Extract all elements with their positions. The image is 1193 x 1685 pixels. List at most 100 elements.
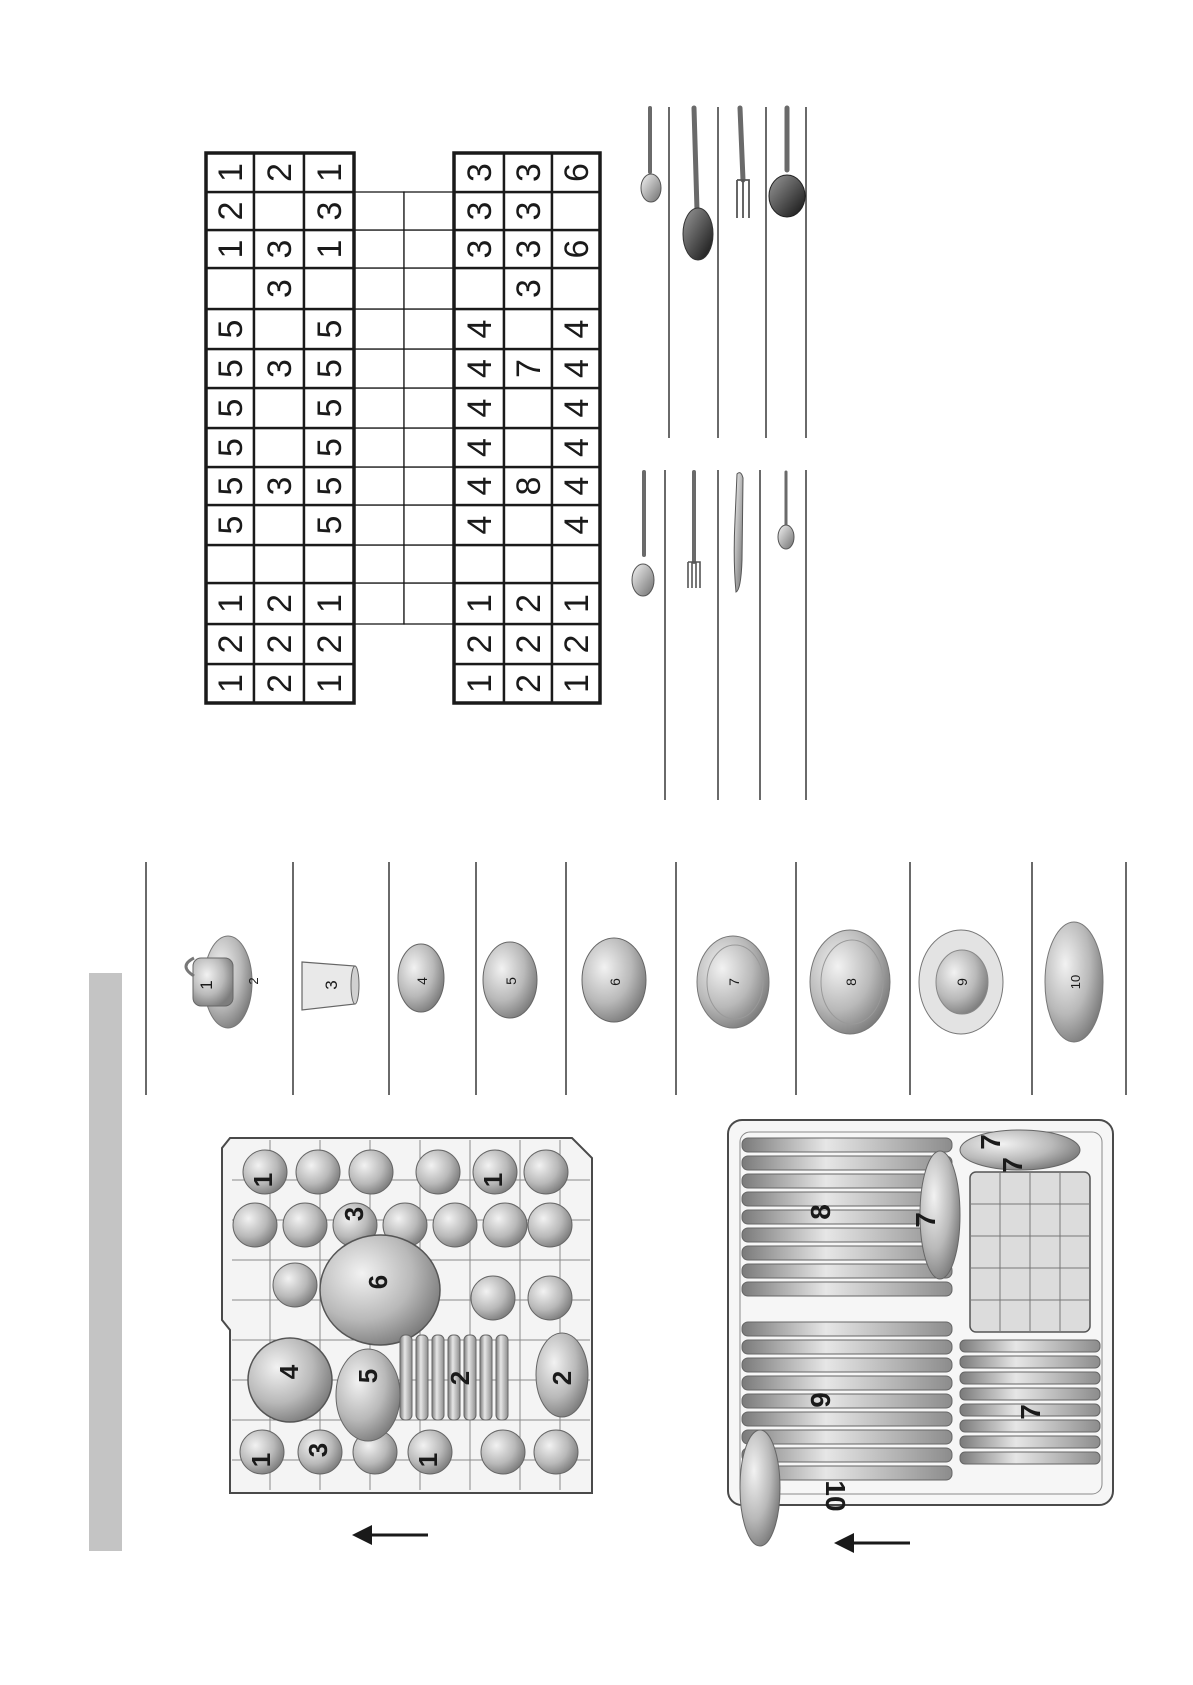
lower-rack-label: 7 xyxy=(910,1212,941,1228)
basket-cell xyxy=(354,309,404,349)
basket-cell-number: 4 xyxy=(558,399,596,418)
basket-cell xyxy=(404,268,454,309)
basket-cell xyxy=(354,388,404,428)
basket-cell-number: 5 xyxy=(311,477,349,496)
upper-rack-label: 1 xyxy=(246,1453,276,1467)
basket-cell xyxy=(354,192,404,230)
arrow-left-icon xyxy=(834,1533,910,1553)
upper-rack-label: 1 xyxy=(413,1453,443,1467)
upper-rack-label: 1 xyxy=(478,1173,508,1187)
basket-cell xyxy=(454,545,504,583)
basket-cell xyxy=(254,192,304,230)
basket-cell-number: 2 xyxy=(510,674,548,693)
basket-cell-number: 3 xyxy=(461,240,499,259)
basket-cell xyxy=(404,467,454,505)
basket-cell-number: 3 xyxy=(261,477,299,496)
basket-cell-number: 2 xyxy=(261,635,299,654)
dish-label: 7 xyxy=(726,978,742,986)
basket-cell-number: 4 xyxy=(558,438,596,457)
tea-spoon-icon xyxy=(632,472,654,596)
basket-cell-number: 3 xyxy=(461,202,499,221)
basket-cell-number: 4 xyxy=(461,359,499,378)
dish-label: 6 xyxy=(607,978,623,986)
basket-cell xyxy=(504,309,552,349)
lower-rack-label: 9 xyxy=(805,1392,836,1408)
basket-cell xyxy=(354,467,404,505)
basket-cell-number: 5 xyxy=(311,438,349,457)
basket-cell-number: 1 xyxy=(461,674,499,693)
knife-icon xyxy=(734,473,743,592)
basket-cell xyxy=(404,505,454,545)
basket-cell xyxy=(254,428,304,467)
basket-cell-number: 2 xyxy=(212,202,250,221)
basket-cell-number: 1 xyxy=(212,163,250,182)
basket-cell xyxy=(354,583,404,624)
lower-rack-label: 7 xyxy=(1015,1404,1046,1420)
basket-cell-number: 5 xyxy=(212,320,250,339)
lower-rack-label: 8 xyxy=(805,1204,836,1220)
basket-cell-number: 2 xyxy=(510,594,548,613)
basket-cell-number: 5 xyxy=(212,438,250,457)
upper-rack-label: 6 xyxy=(363,1275,393,1289)
cup-and-saucer-icon xyxy=(186,936,252,1028)
lower-rack-label: 10 xyxy=(820,1480,851,1511)
basket-cell xyxy=(552,545,600,583)
basket-cell-number: 3 xyxy=(261,279,299,298)
basket-cell-number: 1 xyxy=(311,674,349,693)
basket-cell-number: 2 xyxy=(558,635,596,654)
serving-spoon-icon xyxy=(683,108,713,260)
upper-rack-label: 3 xyxy=(303,1443,333,1457)
basket-cell-number: 4 xyxy=(558,516,596,535)
basket-cell xyxy=(552,192,600,230)
ladle-icon xyxy=(769,108,805,217)
basket-cell-number: 2 xyxy=(311,635,349,654)
basket-cell xyxy=(354,349,404,388)
arrow-left-icon xyxy=(352,1525,428,1545)
basket-cell xyxy=(404,388,454,428)
dish-label: 1 xyxy=(197,980,216,989)
basket-cell xyxy=(404,349,454,388)
basket-cell-number: 8 xyxy=(510,477,548,496)
basket-cell xyxy=(254,505,304,545)
basket-cell xyxy=(504,505,552,545)
basket-cell xyxy=(354,505,404,545)
upper-rack-label: 3 xyxy=(339,1207,369,1221)
basket-cell-number: 2 xyxy=(212,635,250,654)
basket-cell-number: 3 xyxy=(261,240,299,259)
basket-cell-number: 5 xyxy=(212,477,250,496)
serving-fork-icon xyxy=(737,108,749,218)
fork-icon xyxy=(688,472,700,588)
basket-cell xyxy=(404,428,454,467)
basket-cell-number: 6 xyxy=(558,163,596,182)
dish-label: 2 xyxy=(246,977,261,984)
lower-rack-label: 7 xyxy=(975,1134,1006,1150)
basket-cell-number: 7 xyxy=(510,359,548,378)
basket-cell xyxy=(354,230,404,268)
basket-cell xyxy=(404,545,454,583)
dish-label: 9 xyxy=(954,978,970,986)
cutlery-basket-grid: 1215555551212223333212155555513112144444… xyxy=(206,153,600,703)
basket-cell-number: 1 xyxy=(311,594,349,613)
basket-cell xyxy=(254,309,304,349)
upper-rack-label: 2 xyxy=(445,1371,475,1385)
small-spoon-icon xyxy=(778,472,794,549)
basket-cell-number: 4 xyxy=(461,320,499,339)
basket-cell xyxy=(504,545,552,583)
dessert-spoon-icon xyxy=(641,108,661,202)
basket-cell-number: 4 xyxy=(558,359,596,378)
basket-cell xyxy=(354,268,404,309)
upper-rack-label: 2 xyxy=(547,1371,577,1385)
dish-label: 10 xyxy=(1068,975,1083,989)
basket-cell-number: 2 xyxy=(261,163,299,182)
basket-cell-number: 2 xyxy=(261,594,299,613)
basket-cell-number: 5 xyxy=(212,359,250,378)
upper-rack-label: 1 xyxy=(248,1173,278,1187)
basket-cell-number: 1 xyxy=(461,594,499,613)
basket-cell xyxy=(354,545,404,583)
basket-cell-number: 3 xyxy=(510,240,548,259)
basket-cell-number: 5 xyxy=(212,399,250,418)
basket-cell-number: 1 xyxy=(212,674,250,693)
basket-cell-number: 4 xyxy=(461,438,499,457)
lower-rack-label: 7 xyxy=(997,1157,1028,1173)
basket-cell xyxy=(206,268,254,309)
